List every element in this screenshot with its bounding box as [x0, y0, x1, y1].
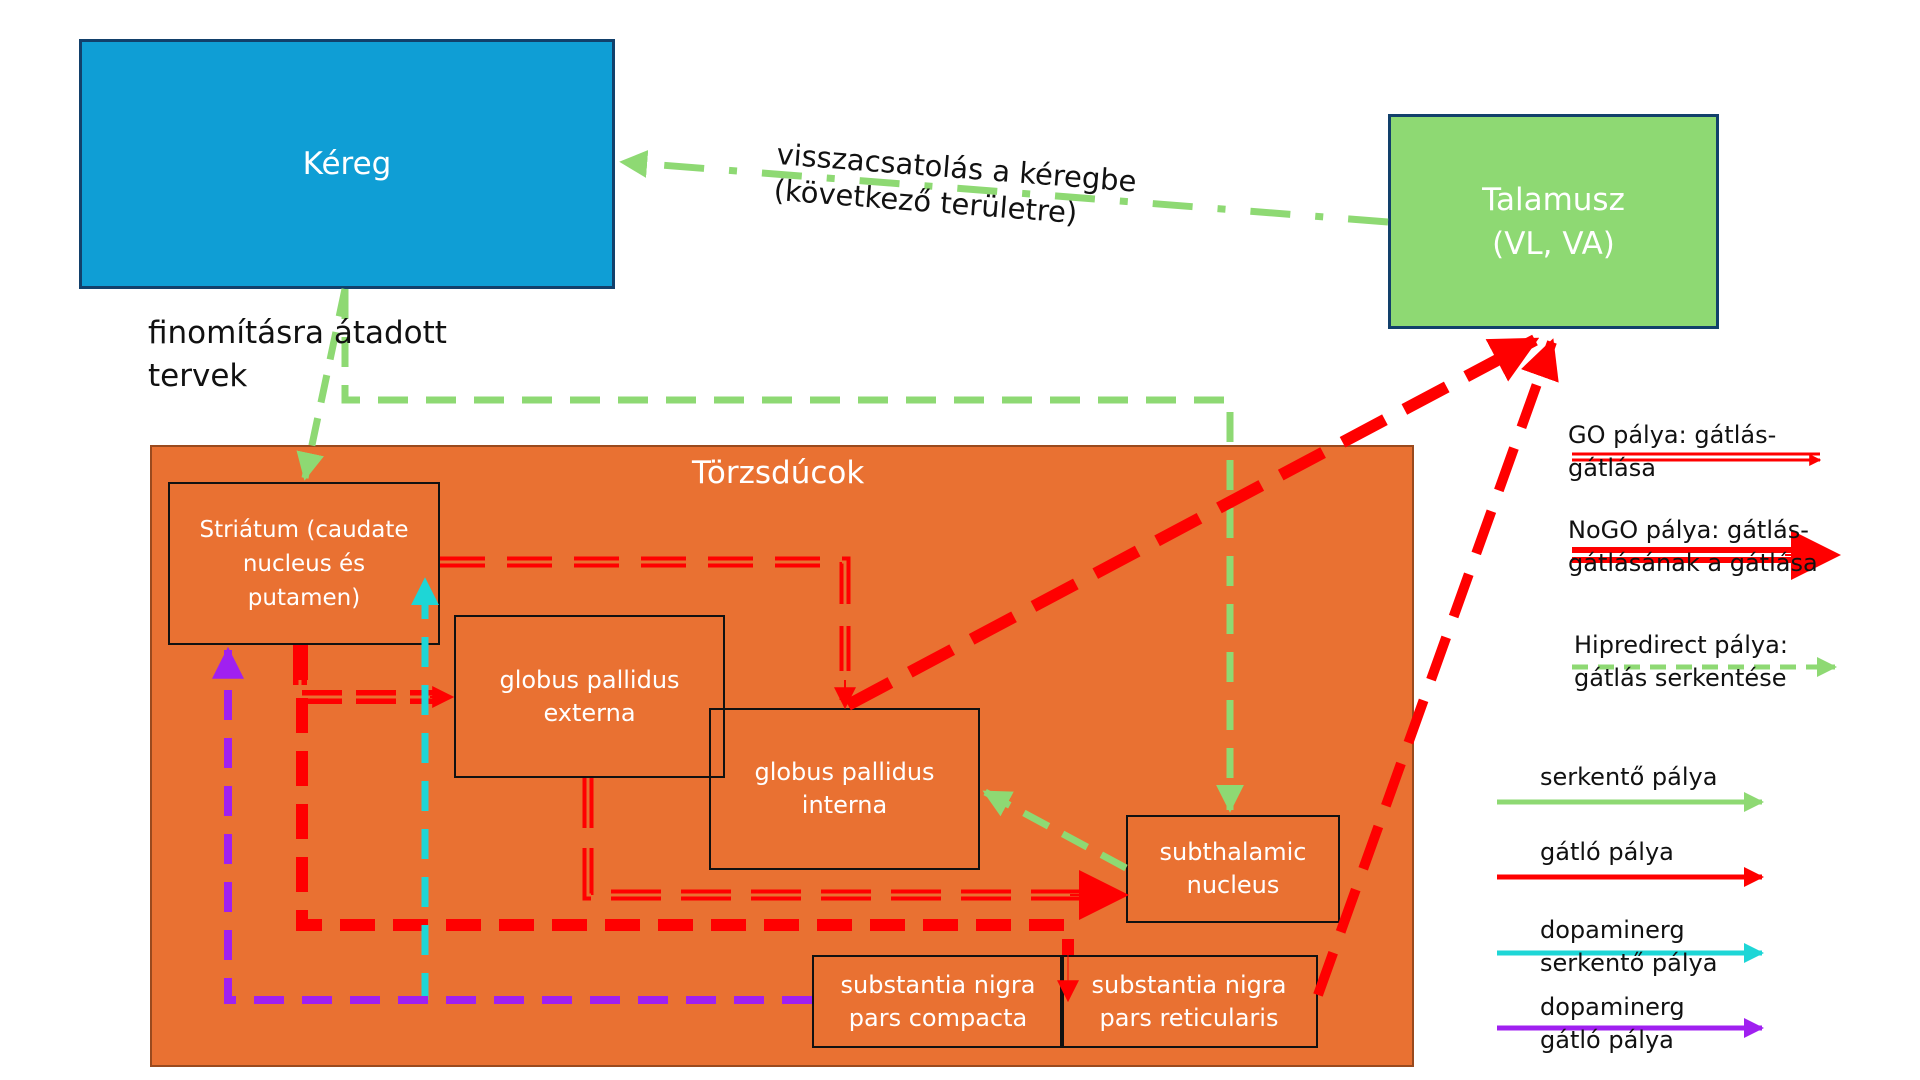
go-striatum-gpi-arrow	[440, 556, 851, 700]
legend-excitatory: serkentő pálya	[1540, 761, 1717, 794]
plans-label-1: finomításra átadott	[148, 315, 447, 351]
hyperdirect-arrow	[341, 289, 1244, 813]
dopa-inh-arrow	[212, 646, 812, 1004]
snr-thalamus-arrow	[1313, 338, 1559, 997]
cortex-label: Kéreg	[302, 146, 392, 182]
snr-label-2: pars reticularis	[1099, 1003, 1279, 1032]
legend-hyperdirect-2: gátlás serkentése	[1574, 664, 1787, 692]
cortex-box: Kéreg	[79, 39, 615, 289]
striatum-box: Striátum (caudate nucleus és putamen)	[168, 482, 440, 645]
legend-dopa-inh: dopaminerg gátló pálya	[1540, 991, 1685, 1057]
plans-label-2: tervek	[148, 358, 248, 394]
legend-nogo-2: gátlásának a gátlása	[1568, 549, 1818, 577]
cortex-striatum-arrow	[296, 288, 349, 481]
nogo-striatum-gpe-arrow	[293, 645, 440, 704]
legend-go: GO pálya: gátlás- gátlása	[1568, 419, 1776, 485]
gpe-box: globus pallidus externa	[454, 615, 725, 778]
gpe-label-2: externa	[543, 698, 636, 727]
snr-box: substantia nigra pars reticularis	[1060, 955, 1318, 1048]
stn-gpi-arrow	[982, 788, 1128, 872]
basal-ganglia-region	[150, 445, 1414, 1067]
legend-go-1: GO pálya: gátlás-	[1568, 421, 1777, 449]
stn-box: subthalamic nucleus	[1126, 815, 1340, 923]
gpe-stn-arrow	[582, 778, 1090, 901]
striatum-label-2: nucleus és	[242, 550, 366, 577]
striatum-label-1: Striátum (caudate	[199, 516, 409, 543]
legend-inhibitory: gátló pálya	[1540, 836, 1674, 869]
thalamus-box: Talamusz (VL, VA)	[1388, 114, 1719, 329]
legend-dopa-exc-1: dopaminerg	[1540, 916, 1685, 944]
legend-dopa-inh-2: gátló pálya	[1540, 1026, 1674, 1054]
thalamus-label-2: (VL, VA)	[1492, 225, 1615, 262]
legend-dopa-exc: dopaminerg serkentő pálya	[1540, 914, 1717, 980]
snc-label-1: substantia nigra	[840, 970, 1036, 999]
legend-inhibitory-1: gátló pálya	[1540, 838, 1674, 866]
stn-label-2: nucleus	[1186, 871, 1280, 899]
gpe-label-1: globus pallidus	[499, 665, 680, 694]
striatum-label-3: putamen)	[247, 584, 361, 611]
legend-nogo-1: NoGO pálya: gátlás-	[1568, 516, 1809, 544]
legend-dopa-inh-1: dopaminerg	[1540, 993, 1685, 1021]
legend-excitatory-1: serkentő pálya	[1540, 763, 1718, 791]
legend-hyperdirect: Hipredirect pálya: gátlás serkentése	[1574, 629, 1788, 695]
snc-box: substantia nigra pars compacta	[812, 955, 1064, 1048]
legend-dopa-exc-2: serkentő pálya	[1540, 949, 1718, 977]
basal-ganglia-label: Törzsdúcok	[692, 455, 865, 491]
stn-label-1: subthalamic	[1159, 838, 1307, 866]
legend-hyperdirect-1: Hipredirect pálya:	[1574, 631, 1788, 659]
snr-label-1: substantia nigra	[1091, 970, 1287, 999]
thalamus-label-1: Talamusz	[1482, 181, 1625, 218]
legend-nogo: NoGO pálya: gátlás- gátlásának a gátlása	[1568, 514, 1818, 580]
dopa-exc-arrow	[411, 577, 812, 1004]
plans-label: finomításra átadott tervek	[148, 312, 447, 398]
gpi-thalamus-arrow	[845, 334, 1540, 711]
snc-label-2: pars compacta	[848, 1003, 1028, 1032]
gpi-label-2: interna	[801, 791, 888, 819]
legend-go-2: gátlása	[1568, 454, 1656, 482]
gpi-label-1: globus pallidus	[754, 758, 935, 786]
feedback-arrow	[619, 150, 1389, 226]
